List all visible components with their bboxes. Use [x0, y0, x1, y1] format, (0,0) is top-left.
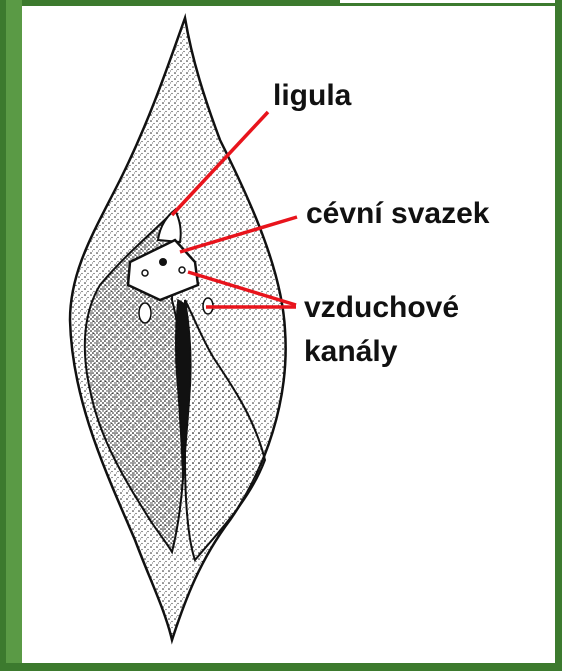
- label-vascular-bundle: cévní svazek: [306, 196, 489, 232]
- label-ligula: ligula: [273, 78, 351, 114]
- air-canal-left: [139, 303, 151, 323]
- label-air-canals-line2: kanály: [304, 334, 397, 370]
- label-air-canals-line1: vzduchové: [304, 290, 459, 326]
- vascular-bundle-dot: [159, 258, 167, 266]
